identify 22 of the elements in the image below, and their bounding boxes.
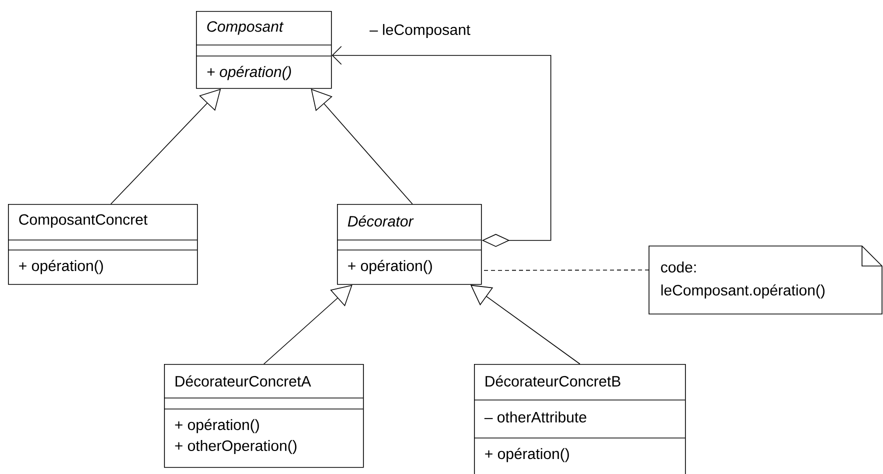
aggregation-arrow: [332, 46, 552, 247]
class-name: DécorateurConcretB: [486, 375, 620, 387]
edge-label: – leComposant: [368, 22, 472, 40]
operation-text: + otherOperation(): [175, 440, 296, 454]
operation-text: + opération(): [19, 260, 103, 274]
attribute-text: – otherAttribute: [484, 412, 586, 422]
operation-text: + opération(): [348, 260, 432, 274]
class-box: [196, 11, 332, 89]
note-box: code: leComposant.opération(): [648, 246, 882, 314]
operation-text: + opération(): [175, 418, 259, 434]
class-name: DécorateurConcretA: [176, 375, 312, 387]
class-box: [8, 204, 198, 285]
class-name: ComposantConcret: [19, 214, 148, 228]
class-name: Composant: [207, 21, 284, 35]
inheritance-arrow: [264, 284, 352, 364]
class-box: [474, 364, 686, 474]
operation-text: + opération(): [207, 66, 291, 80]
operation-text: + opération(): [485, 448, 569, 462]
class-box: [336, 204, 482, 285]
class-box: [164, 364, 364, 468]
note-connector: [481, 270, 650, 271]
class-name: Décorator: [348, 215, 414, 227]
